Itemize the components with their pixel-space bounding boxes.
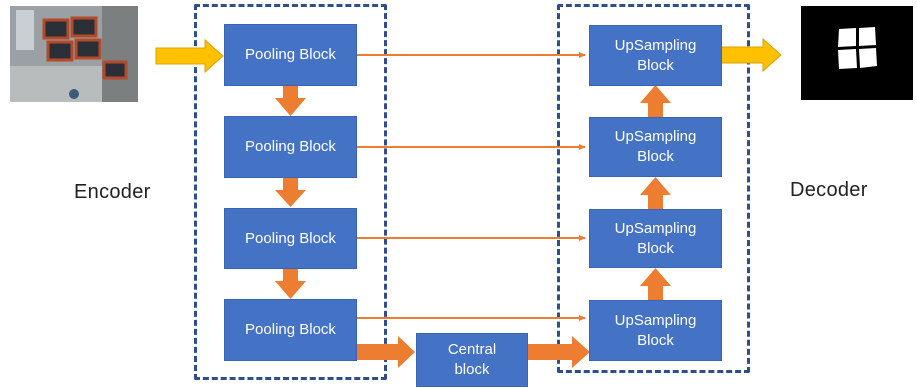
central-block: Central block	[416, 333, 528, 387]
output-mask-image	[801, 6, 913, 100]
down-arrow-2	[275, 178, 306, 207]
upsampling-block-label: UpSampling Block	[614, 219, 697, 257]
pooling-block-label: Pooling Block	[245, 46, 336, 63]
upsampling-block-label: UpSampling Block	[614, 36, 697, 74]
central-block-label: Central block	[447, 341, 497, 378]
upsampling-block-1: UpSampling Block	[589, 25, 722, 86]
upsampling-block-label: UpSampling Block	[614, 128, 697, 165]
pooling-block-4: Pooling Block	[224, 299, 357, 361]
upsampling-block-3: UpSampling Block	[589, 209, 722, 268]
encoder-dashed-group	[194, 4, 387, 380]
pooling-block-2: Pooling Block	[224, 116, 357, 178]
down-arrow-3	[275, 269, 306, 299]
input-image	[10, 6, 138, 102]
upsampling-block-label: UpSampling Block	[614, 311, 697, 349]
from-central-arrow	[528, 336, 590, 368]
decoder-dashed-group	[557, 4, 750, 373]
up-arrow-3	[640, 268, 671, 300]
input-arrow	[155, 38, 224, 74]
up-arrow-1	[640, 85, 671, 117]
pooling-block-label: Pooling Block	[245, 229, 336, 247]
up-arrow-2	[640, 177, 671, 209]
pooling-block-label: Pooling Block	[245, 138, 336, 155]
encoder-label: Encoder	[74, 181, 151, 203]
down-arrow-1	[275, 86, 306, 116]
pooling-block-1: Pooling Block	[224, 24, 357, 86]
output-arrow	[719, 37, 782, 73]
upsampling-block-4: UpSampling Block	[589, 300, 722, 361]
pooling-block-label: Pooling Block	[245, 321, 336, 338]
pooling-block-3: Pooling Block	[224, 208, 357, 269]
to-central-arrow	[355, 336, 415, 368]
upsampling-block-2: UpSampling Block	[589, 117, 722, 177]
decoder-label: Decoder	[790, 179, 868, 201]
